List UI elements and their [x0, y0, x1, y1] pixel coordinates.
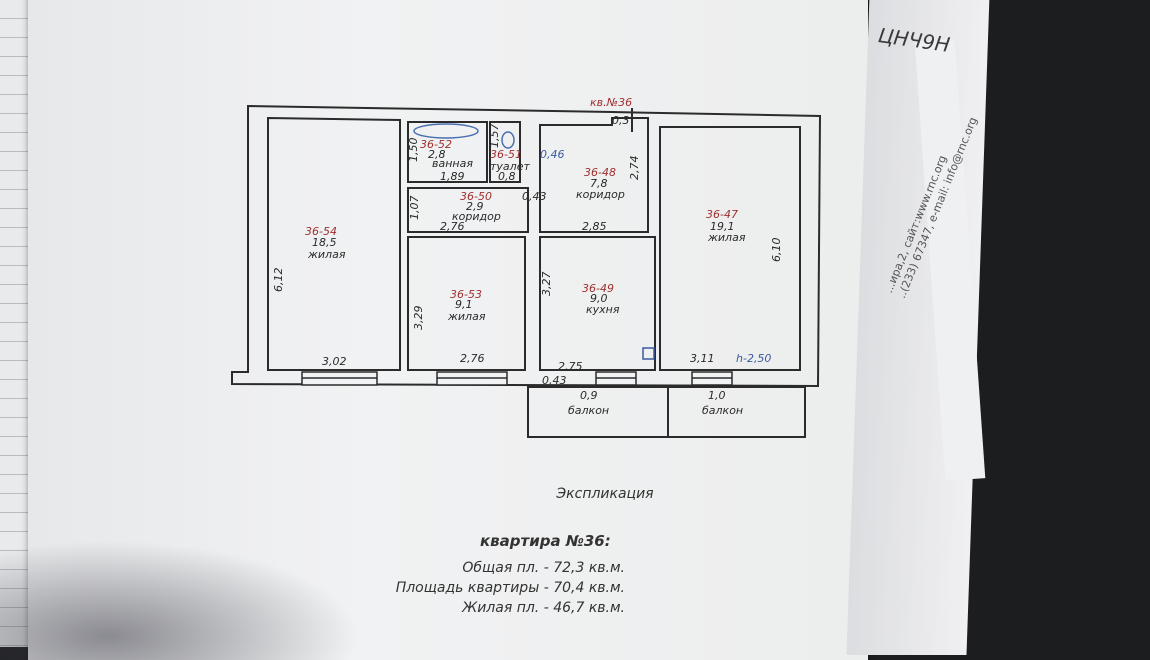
- room-area: 7,8: [590, 177, 608, 190]
- room-id: 36-52: [420, 138, 452, 151]
- room-id: 36-48: [584, 166, 616, 179]
- room-area: 0,8: [498, 170, 516, 183]
- dimension-label: 2,85: [582, 220, 607, 233]
- room-area: 9,1: [455, 298, 473, 311]
- room-id: 36-53: [450, 288, 482, 301]
- room-name: коридор: [452, 210, 501, 223]
- dimensions: 0,3 1,50 1,89 1,57 0,46 2,74 0,43 1,07 2…: [272, 114, 783, 387]
- room-name: жилая: [447, 310, 486, 323]
- dimension-label: 3,29: [412, 306, 425, 331]
- dimension-label: 2,76: [460, 352, 485, 365]
- balcony-area: 0,9: [580, 389, 598, 402]
- stove-icon: [642, 347, 655, 360]
- room-name: жилая: [707, 231, 746, 244]
- balcony-1: 0,9 балкон: [568, 389, 609, 417]
- room-36-48: 36-48 7,8 коридор: [576, 166, 625, 201]
- room-name: ванная: [432, 157, 473, 170]
- room-id: 36-49: [582, 282, 614, 295]
- room-name: жилая: [307, 248, 346, 261]
- dimension-label: 6,12: [272, 268, 285, 293]
- dimension-label: 1,50: [407, 138, 420, 163]
- apartment-heading: квартира №36:: [480, 532, 611, 550]
- dimension-label: 0,3: [612, 114, 630, 127]
- apartment-area: Площадь квартиры - 70,4 кв.м.: [395, 580, 625, 596]
- windows: [301, 371, 733, 386]
- balcony-2: 1,0 балкон: [702, 389, 743, 417]
- room-area: 9,0: [590, 292, 608, 305]
- room-area: 2,9: [466, 200, 484, 213]
- hand-shadow: [0, 540, 360, 660]
- dimension-label: 0,46: [540, 148, 565, 161]
- dimension-label: 1,89: [440, 170, 465, 183]
- room-area: 18,5: [312, 236, 337, 249]
- room-name: кухня: [586, 303, 620, 316]
- dimension-label: 3,27: [540, 272, 553, 297]
- room-name: коридор: [576, 188, 625, 201]
- apartment-tag: кв.№36: [590, 96, 632, 109]
- room-36-54: 36-54 18,5 жилая: [305, 225, 346, 261]
- dimension-label: 6,10: [770, 238, 783, 263]
- room-36-53: 36-53 9,1 жилая: [447, 288, 486, 323]
- bathtub-icon: [413, 123, 479, 139]
- balcony-name: балкон: [702, 404, 743, 417]
- ceiling-height-label: h-2,50: [736, 352, 771, 365]
- dimension-label: 3,02: [322, 355, 347, 368]
- room-36-49: 36-49 9,0 кухня: [582, 282, 620, 316]
- room-36-52: 36-52 2,8 ванная: [420, 138, 473, 170]
- room-id: 36-54: [305, 225, 337, 238]
- room-id: 36-47: [706, 208, 738, 221]
- living-area: Жилая пл. - 46,7 кв.м.: [462, 600, 625, 616]
- room-name: туалет: [490, 160, 530, 173]
- balcony-name: балкон: [568, 404, 609, 417]
- dimension-label: 1,07: [408, 196, 421, 221]
- balcony-area: 1,0: [708, 389, 726, 402]
- room-id: 36-50: [460, 190, 492, 203]
- room-id: 36-51: [490, 148, 522, 161]
- dimension-label: 0,43: [542, 374, 567, 387]
- room-36-50: 36-50 2,9 коридор: [452, 190, 501, 223]
- dimension-label: 0,43: [522, 190, 547, 203]
- dimension-label: 2,76: [440, 220, 465, 233]
- dimension-label: 1,57: [488, 124, 501, 149]
- room-36-51: 36-51 туалет 0,8: [490, 148, 530, 183]
- room-area: 19,1: [710, 220, 735, 233]
- room-area: 2,8: [428, 148, 446, 161]
- toilet-icon: [501, 131, 515, 149]
- dimension-label: 3,11: [690, 352, 715, 365]
- dimension-label: 2,75: [558, 360, 583, 373]
- walls: [231, 104, 822, 438]
- explication-title: Экспликация: [556, 486, 654, 502]
- room-36-47: 36-47 19,1 жилая: [706, 208, 746, 244]
- total-area: Общая пл. - 72,3 кв.м.: [462, 560, 625, 576]
- dimension-label: 2,74: [628, 156, 641, 181]
